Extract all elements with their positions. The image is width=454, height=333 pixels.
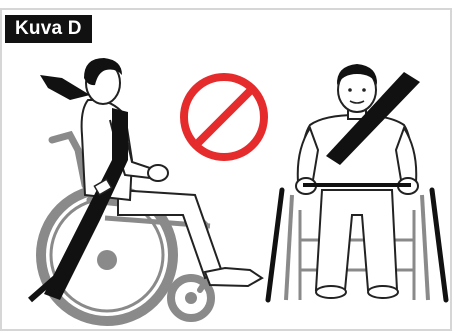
- wheelchair-user-front-view-illustration: [268, 64, 446, 300]
- prohibited-icon: [184, 77, 264, 157]
- wheelchair-user-side-view-illustration: [30, 58, 262, 321]
